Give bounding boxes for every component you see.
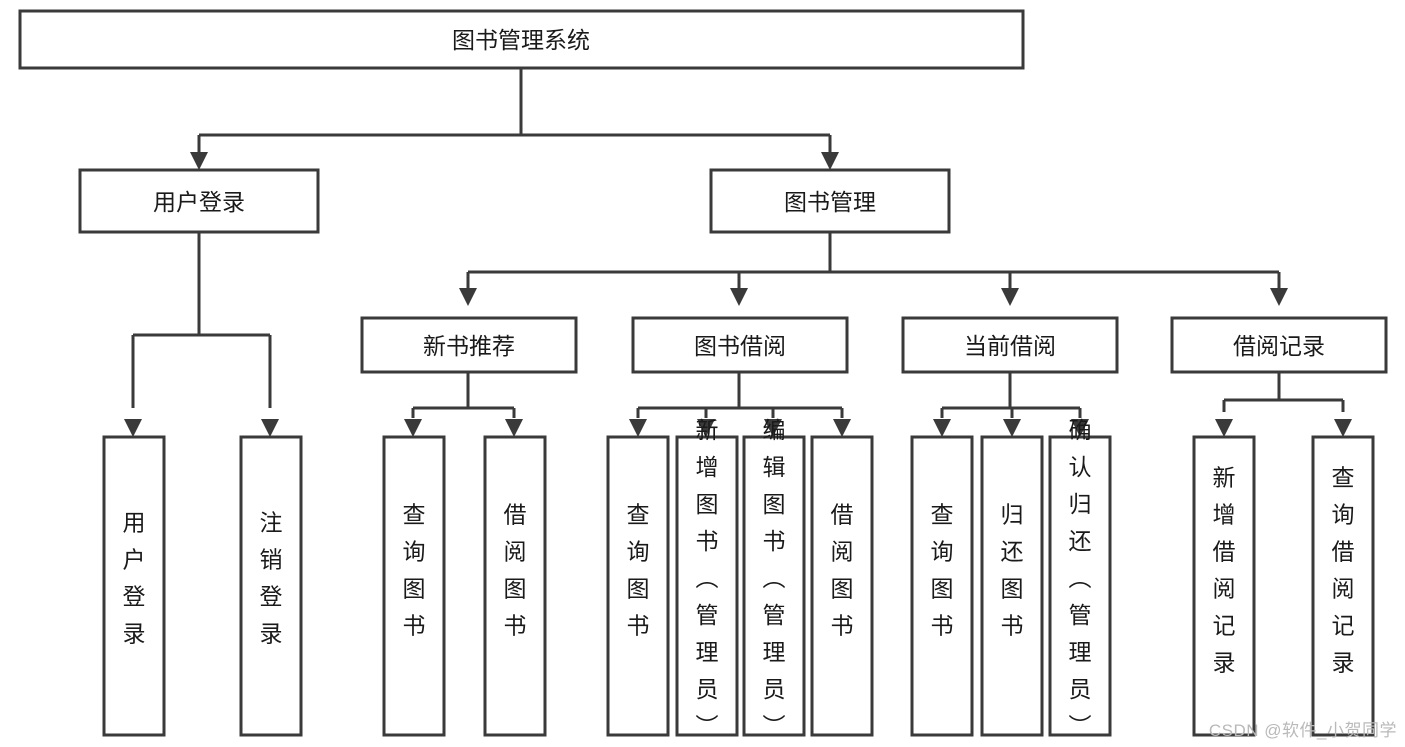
leaf-user-login-label: 用户登录 [123, 510, 146, 647]
leaf-query-book-3-label: 查询图书 [931, 502, 954, 639]
leaf-borrow-book-1-label: 借阅图书 [504, 502, 527, 639]
node-book-manage-label: 图书管理 [784, 189, 876, 215]
connector-bookborrow-to-leaves [629, 372, 851, 437]
leaf-query-book-1[interactable]: 查询图书 [382, 435, 446, 737]
connector-userlogin-to-leaves [124, 232, 279, 437]
leaf-add-record[interactable]: 新增借阅记录 [1192, 435, 1256, 737]
connector-borrowrecord-to-leaves [1215, 372, 1352, 437]
connector-newbook-to-leaves [404, 372, 523, 437]
leaf-query-record-label: 查询借阅记录 [1332, 465, 1355, 676]
leaf-user-login[interactable]: 用户登录 [102, 435, 166, 737]
leaf-logout-login[interactable]: 注销登录 [239, 435, 303, 737]
node-book-borrow[interactable]: 图书借阅 [631, 316, 849, 374]
leaf-add-book-label: 新增图书︵管理员︶ [696, 417, 719, 739]
node-current-borrow[interactable]: 当前借阅 [901, 316, 1119, 374]
connector-currentborrow-to-leaves [933, 372, 1089, 437]
node-borrow-record-label: 借阅记录 [1233, 333, 1325, 359]
leaf-edit-book-label: 编辑图书︵管理员︶ [763, 417, 786, 739]
leaf-query-book-2[interactable]: 查询图书 [606, 435, 670, 737]
node-user-login[interactable]: 用户登录 [78, 168, 320, 234]
leaf-return-book[interactable]: 归还图书 [980, 435, 1044, 737]
node-new-book-recommend[interactable]: 新书推荐 [360, 316, 578, 374]
leaf-query-book-3[interactable]: 查询图书 [910, 435, 974, 737]
node-root-label: 图书管理系统 [452, 27, 590, 53]
connector-bookmanage-to-level3 [459, 232, 1288, 306]
node-current-borrow-label: 当前借阅 [964, 333, 1056, 359]
leaf-borrow-book-1[interactable]: 借阅图书 [483, 435, 547, 737]
leaf-edit-book[interactable]: 编辑图书︵管理员︶ [742, 417, 806, 739]
leaf-query-book-1-label: 查询图书 [403, 502, 426, 639]
connector-root-to-level2 [190, 68, 839, 170]
node-user-login-label: 用户登录 [153, 189, 245, 215]
node-new-book-recommend-label: 新书推荐 [423, 333, 515, 359]
leaf-borrow-book-2[interactable]: 借阅图书 [810, 435, 874, 737]
leaf-return-book-label: 归还图书 [1001, 502, 1024, 639]
leaf-query-book-2-label: 查询图书 [627, 502, 650, 639]
leaf-confirm-return[interactable]: 确认归还︵管理员︶ [1048, 417, 1112, 739]
leaf-add-record-label: 新增借阅记录 [1213, 465, 1236, 676]
leaf-add-book[interactable]: 新增图书︵管理员︶ [675, 417, 739, 739]
node-book-borrow-label: 图书借阅 [694, 333, 786, 359]
node-borrow-record[interactable]: 借阅记录 [1170, 316, 1388, 374]
node-root[interactable]: 图书管理系统 [18, 9, 1025, 70]
leaf-borrow-book-2-label: 借阅图书 [831, 502, 854, 639]
node-book-manage[interactable]: 图书管理 [709, 168, 951, 234]
leaf-confirm-return-label: 确认归还︵管理员︶ [1069, 417, 1092, 739]
leaf-logout-login-label: 注销登录 [260, 510, 283, 647]
csdn-watermark: CSDN @软件_小贺同学 [1208, 721, 1397, 740]
leaf-query-record[interactable]: 查询借阅记录 [1311, 435, 1375, 737]
